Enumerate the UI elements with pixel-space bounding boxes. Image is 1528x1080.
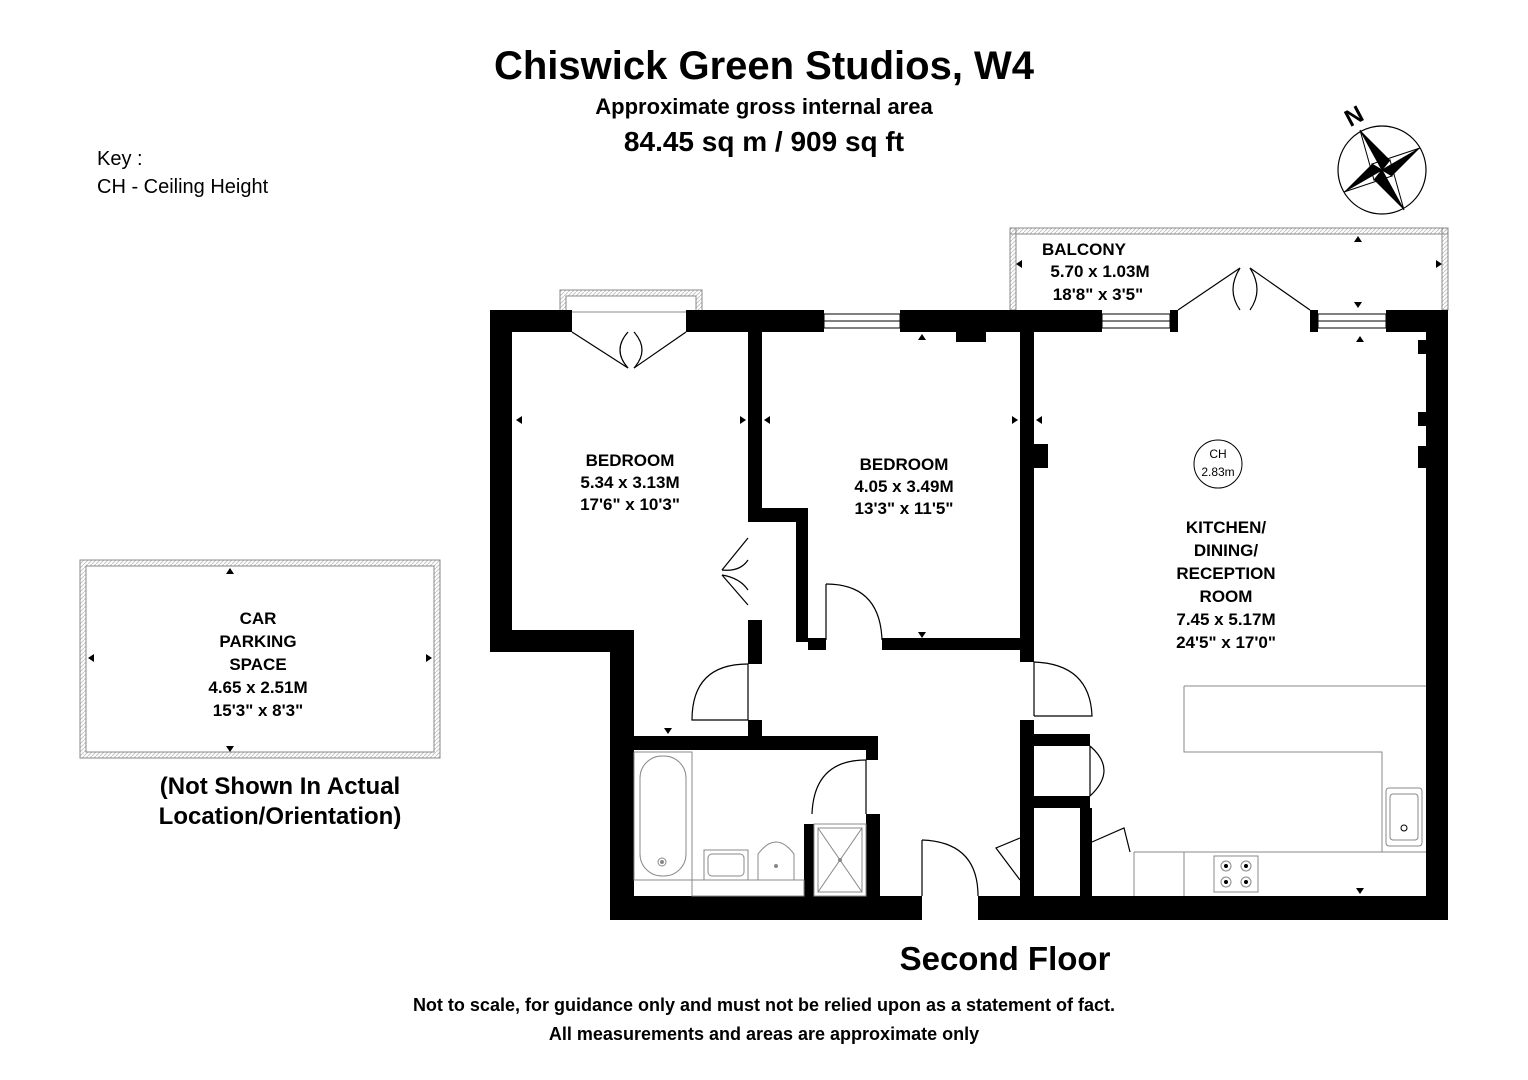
wc-icon — [774, 864, 778, 868]
parking-name-3: SPACE — [229, 655, 286, 674]
parking-name-1: CAR — [240, 609, 277, 628]
key-heading: Key : — [97, 148, 143, 170]
parking-imperial: 15'3" x 8'3" — [213, 701, 303, 720]
kitchen-name-2: DINING/ — [1194, 541, 1259, 560]
area-subtitle: Approximate gross internal area — [595, 94, 933, 119]
ch-value: 2.83m — [1201, 465, 1234, 479]
room-label-kitchen: KITCHEN/ DINING/ RECEPTION ROOM 7.45 x 5… — [1176, 518, 1276, 652]
room-label-parking: CAR PARKING SPACE 4.65 x 2.51M 15'3" x 8… — [208, 609, 307, 720]
bathroom-fixtures — [633, 751, 867, 897]
parking-name-2: PARKING — [219, 632, 296, 651]
disclaimer-line1: Not to scale, for guidance only and must… — [412, 995, 1116, 1015]
balcony-name: BALCONY — [1042, 240, 1127, 259]
room-label-balcony: BALCONY 5.70 x 1.03M 18'8" x 3'5" — [1042, 240, 1150, 304]
dimension-markers — [88, 236, 1442, 894]
balcony-imperial: 18'8" x 3'5" — [1053, 285, 1143, 304]
doors — [571, 267, 1311, 897]
bedroom1-name: BEDROOM — [586, 451, 675, 470]
compass-icon: N — [1337, 101, 1427, 215]
parking-note-line1: (Not Shown In Actual — [159, 773, 401, 800]
room-label-bedroom-2: BEDROOM 4.05 x 3.49M 13'3" x 11'5" — [854, 455, 953, 518]
gross-area: 84.45 sq m / 909 sq ft — [623, 126, 905, 157]
balcony-metric: 5.70 x 1.03M — [1050, 262, 1149, 281]
bedroom1-metric: 5.34 x 3.13M — [580, 473, 679, 492]
disclaimer-line2: All measurements and areas are approxima… — [548, 1024, 980, 1044]
kitchen-metric: 7.45 x 5.17M — [1176, 610, 1275, 629]
ch-label: CH — [1209, 447, 1226, 461]
bedroom2-imperial: 13'3" x 11'5" — [855, 499, 954, 518]
kitchen-sink-icon — [1400, 824, 1408, 832]
bedroom2-metric: 4.05 x 3.49M — [854, 477, 953, 496]
north-label: N — [1340, 101, 1368, 133]
shower-icon — [838, 858, 842, 862]
floor-label: Second Floor — [899, 940, 1111, 977]
kitchen-imperial: 24'5" x 17'0" — [1176, 633, 1276, 652]
kitchen-name-3: RECEPTION — [1176, 564, 1275, 583]
bath-icon — [660, 860, 664, 864]
plan-title: Chiswick Green Studios, W4 — [493, 44, 1035, 88]
kitchen-units — [1133, 685, 1426, 896]
bedroom1-imperial: 17'6" x 10'3" — [580, 495, 680, 514]
parking-note-line2: Location/Orientation) — [158, 803, 402, 830]
windows — [823, 313, 1387, 329]
hob-icon — [1224, 864, 1248, 884]
key-ceiling-height: CH - Ceiling Height — [97, 176, 269, 198]
kitchen-name-1: KITCHEN/ — [1186, 518, 1267, 537]
bedroom2-name: BEDROOM — [860, 455, 949, 474]
ceiling-height-marker: CH 2.83m — [1193, 439, 1243, 489]
kitchen-name-4: ROOM — [1200, 587, 1253, 606]
car-parking-outline — [79, 559, 441, 759]
parking-metric: 4.65 x 2.51M — [208, 678, 307, 697]
walls — [490, 310, 1448, 920]
room-label-bedroom-1: BEDROOM 5.34 x 3.13M 17'6" x 10'3" — [580, 451, 680, 514]
